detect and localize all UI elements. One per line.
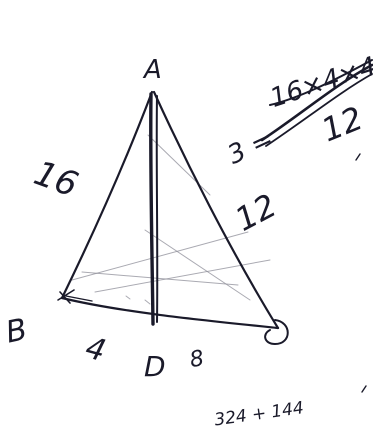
formula: 3 = 16×4×4 + x 12: [223, 35, 373, 171]
label-vertex-a: A: [142, 55, 162, 85]
construction-line: [144, 229, 251, 301]
bottom-note: 324 + 144: [213, 398, 305, 430]
label-base-left: 4: [82, 330, 110, 369]
construction-lines: [71, 134, 271, 301]
construction-line: [81, 271, 239, 286]
formula-numerator-underline: [269, 59, 373, 106]
side-ab: [60, 90, 154, 300]
label-base-right: 8: [188, 346, 206, 373]
formula-fraction-bar: [260, 63, 373, 142]
side-bc-overstroke: [65, 295, 93, 302]
formula-fraction-bar-second: [265, 73, 373, 147]
side-ac: [152, 90, 280, 330]
side-bc: [60, 296, 280, 330]
altitude-ad-second-stroke: [155, 95, 159, 323]
construction-line: [71, 231, 249, 281]
construction-line: [94, 259, 271, 293]
right-angle-mark: [125, 295, 151, 305]
label-foot-d: D: [144, 350, 166, 383]
label-vertex-b: B: [3, 312, 30, 351]
vertex-c-mark: [264, 319, 289, 345]
stray-mark: [361, 385, 367, 393]
vertex-b-mark: [57, 289, 75, 304]
label-side-ac: 12: [229, 186, 283, 239]
altitude-ad: [149, 92, 155, 326]
stray-mark: [355, 153, 361, 161]
formula-lhs: 3 =: [223, 124, 278, 171]
label-side-ab: 16: [29, 153, 83, 205]
